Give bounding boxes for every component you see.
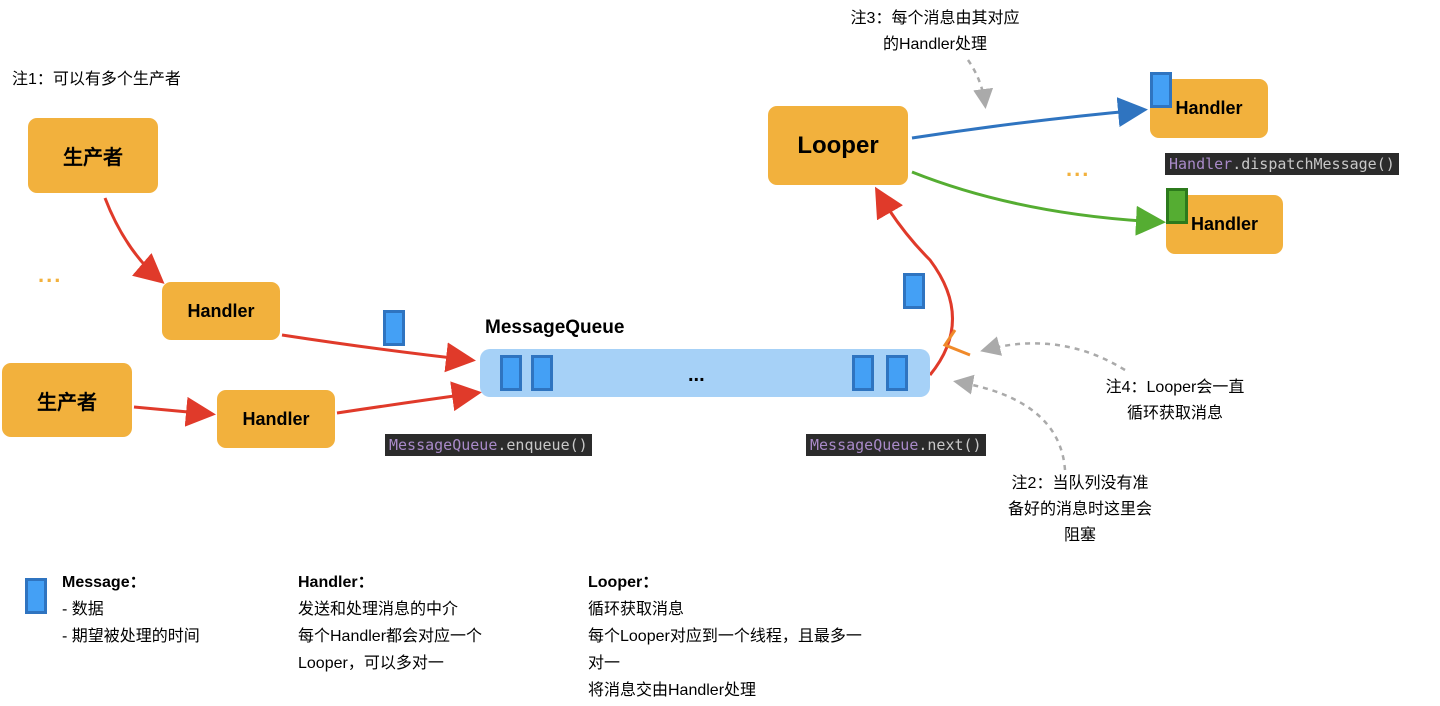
- producer-box-1: 生产者: [28, 118, 158, 193]
- enqueue-code: MessageQueue.enqueue(): [385, 434, 592, 456]
- legend-message-icon: [25, 578, 47, 614]
- legend-line: 每个Handler都会对应一个: [298, 628, 483, 645]
- queue-message-icon: [531, 355, 553, 391]
- legend-title: Message：: [62, 574, 146, 591]
- note-2: 注2：当队列没有准 备好的消息时这里会 阻塞: [980, 471, 1180, 549]
- looper-box: Looper: [768, 106, 908, 185]
- arrow-handler2-queue: [336, 381, 482, 415]
- legend-line: 发送和处理消息的中介: [298, 601, 459, 618]
- note-2-line: 阻塞: [1063, 527, 1096, 544]
- legend-line: 对一: [588, 655, 621, 672]
- legend-looper: Looper： 循环获取消息 每个Looper对应到一个线程，且最多一 对一 将…: [588, 569, 862, 704]
- message-icon: [1150, 72, 1172, 108]
- note-3-line: 注3：每个消息由其对应: [850, 10, 1020, 27]
- note-3: 注3：每个消息由其对应 的Handler处理: [820, 6, 1050, 58]
- blocking-mark: [942, 329, 971, 357]
- arrow-queue-looper: [874, 186, 954, 376]
- message-icon-green: [1166, 188, 1188, 224]
- note-3-line: 的Handler处理: [882, 36, 988, 53]
- arrow-looper-handler-top: [911, 97, 1148, 140]
- legend-title: Handler：: [298, 574, 374, 591]
- code-method: .enqueue(): [497, 436, 588, 454]
- legend-line: - 期望被处理的时间: [62, 628, 200, 645]
- note3-pointer: [966, 59, 994, 109]
- dispatch-code: Handler.dispatchMessage(): [1165, 153, 1399, 175]
- code-method: .next(): [918, 436, 982, 454]
- note4-pointer: [980, 336, 1126, 372]
- note-2-line: 注2：当队列没有准: [1011, 475, 1149, 492]
- code-class: MessageQueue: [810, 436, 919, 454]
- legend-message: Message： - 数据 - 期望被处理的时间: [62, 569, 200, 650]
- arrow-producer1-handler1: [103, 197, 165, 284]
- legend-line: Looper，可以多对一: [298, 655, 444, 672]
- handler-box-bottom: Handler: [1166, 195, 1283, 254]
- arrow-handler1-queue: [281, 333, 476, 373]
- handler-box-1: Handler: [162, 282, 280, 340]
- note2-pointer: [953, 374, 1067, 471]
- handler-box-2: Handler: [217, 390, 335, 448]
- queue-message-icon: [500, 355, 522, 391]
- next-code: MessageQueue.next(): [806, 434, 986, 456]
- code-class: MessageQueue: [389, 436, 498, 454]
- note-4: 注4：Looper会一直 循环获取消息: [1075, 375, 1275, 427]
- handlers-ellipsis: ...: [1066, 156, 1091, 181]
- producer-box-2: 生产者: [2, 363, 132, 437]
- legend-handler: Handler： 发送和处理消息的中介 每个Handler都会对应一个 Loop…: [298, 569, 482, 677]
- queue-message-icon: [886, 355, 908, 391]
- note-4-line: 循环获取消息: [1126, 405, 1223, 422]
- queue-label: MessageQueue: [485, 317, 625, 338]
- note-1: 注1：可以有多个生产者: [12, 71, 181, 88]
- legend-title: Looper：: [588, 574, 659, 591]
- producers-ellipsis: ...: [38, 262, 63, 287]
- arrow-producer2-handler2: [133, 396, 216, 427]
- legend-line: 循环获取消息: [588, 601, 685, 618]
- note-4-line: 注4：Looper会一直: [1105, 379, 1245, 396]
- legend-line: 每个Looper对应到一个线程，且最多一: [588, 628, 862, 645]
- message-icon: [383, 310, 405, 346]
- arrow-looper-handler-bottom: [911, 170, 1166, 236]
- code-class: Handler: [1169, 155, 1233, 173]
- message-icon: [903, 273, 925, 309]
- legend-line: 将消息交由Handler处理: [588, 682, 757, 699]
- legend-line: - 数据: [62, 601, 104, 618]
- queue-message-icon: [852, 355, 874, 391]
- note-2-line: 备好的消息时这里会: [1007, 501, 1152, 518]
- code-method: .dispatchMessage(): [1232, 155, 1395, 173]
- queue-ellipsis: ...: [688, 364, 705, 386]
